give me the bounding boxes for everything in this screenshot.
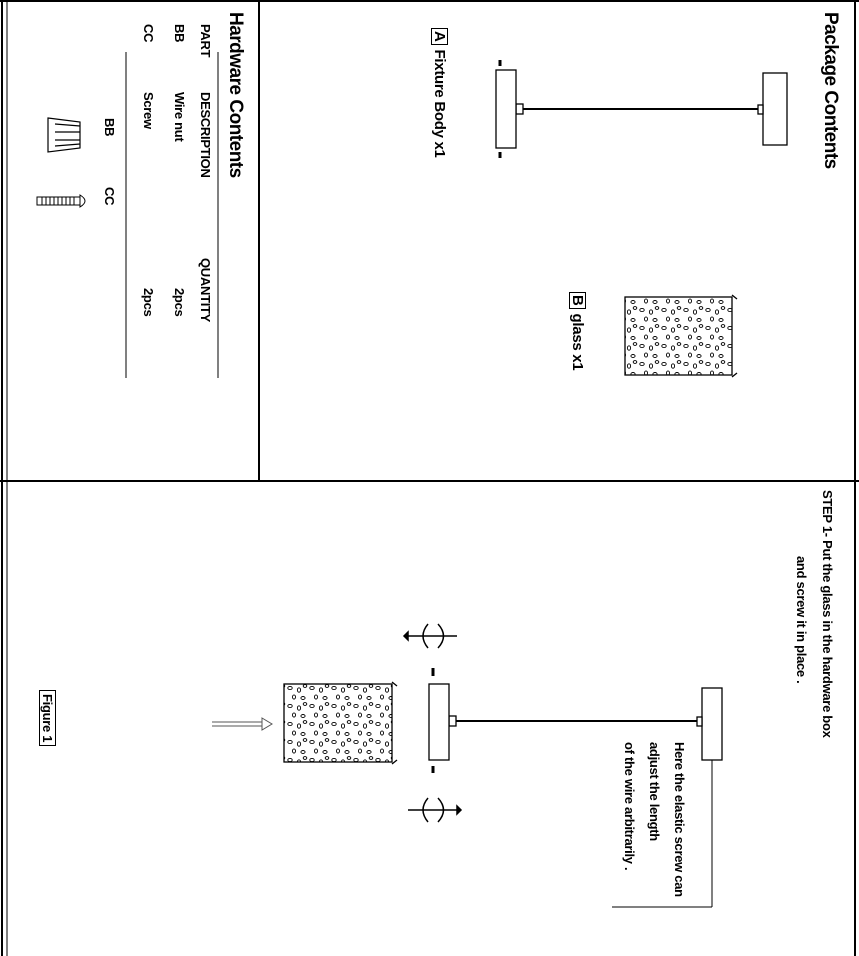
callout-leader	[612, 760, 713, 908]
callout-line2: adjust the length	[647, 742, 662, 841]
row-bb-description: Wire nut	[172, 92, 187, 142]
row-bb-quantity: 2pcs	[172, 288, 187, 317]
glass-drawing	[624, 294, 738, 378]
insert-arrow-icon	[212, 717, 273, 731]
table-header-quantity: QUANTITY	[198, 258, 213, 323]
figure-1-label: Figure 1	[39, 690, 56, 747]
package-contents-title: Package Contents	[820, 12, 841, 169]
hardware-contents-title: Hardware Contents	[225, 12, 246, 178]
icon-label-bb: BB	[102, 118, 117, 137]
fixture-body-drawing	[495, 60, 788, 158]
wire-nut-drawing	[47, 117, 81, 153]
item-b-label: glass x1	[569, 313, 586, 371]
hardware-table-rules	[125, 52, 219, 378]
row-cc-quantity: 2pcs	[141, 288, 156, 317]
row-bb-part: BB	[172, 24, 187, 43]
figure-label: Figure 1	[39, 690, 56, 747]
item-a-label: Fixture Body x1	[431, 49, 448, 158]
screw-drawing	[36, 194, 86, 208]
step1-fixture-drawing	[428, 668, 723, 773]
row-cc-description: Screw	[141, 92, 156, 129]
glass-label: Bglass x1	[569, 292, 586, 370]
step1-glass-drawing	[283, 681, 398, 765]
item-b-letter: B	[569, 292, 586, 309]
table-header-part: PART	[198, 24, 213, 58]
fixture-body-label: A Fixture Body x1	[431, 28, 448, 158]
callout-line1: Here the elastic screw can	[672, 742, 687, 897]
item-a-letter: A	[431, 28, 448, 45]
table-header-description: DESCRIPTION	[198, 92, 213, 178]
row-cc-part: CC	[141, 24, 156, 43]
step1-line2: and screw it in place .	[794, 556, 809, 684]
step1-line1: STEP 1- Put the glass in the hardware bo…	[820, 490, 835, 738]
rotate-arrow-icon	[402, 623, 463, 823]
icon-label-cc: CC	[102, 187, 117, 206]
callout-line3: of the wire arbitrarily .	[622, 742, 637, 871]
